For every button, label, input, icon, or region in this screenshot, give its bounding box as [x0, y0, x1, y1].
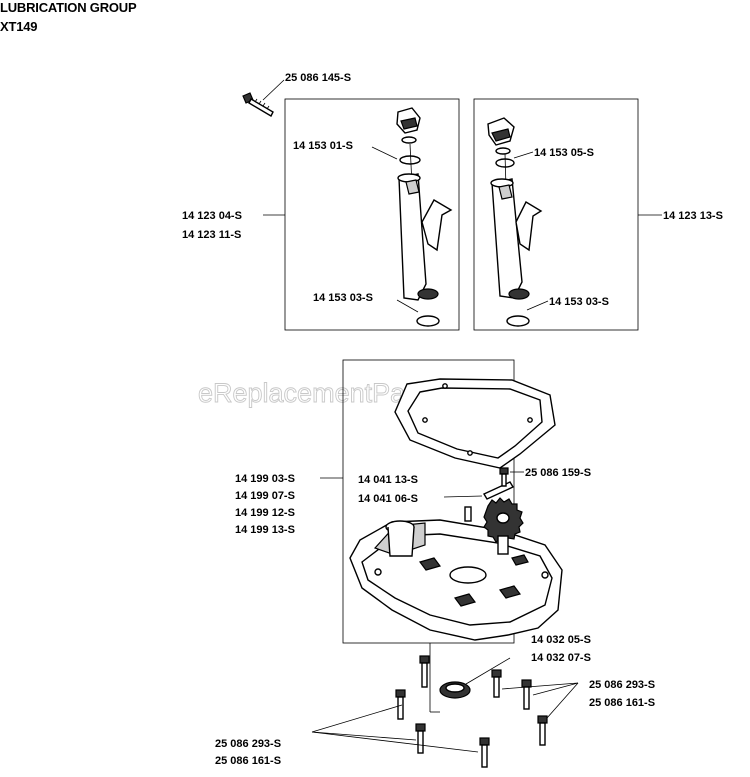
dipstick-assembly-box-right [473, 98, 639, 331]
label-bolt-gear: 25 086 159-S [525, 467, 591, 479]
oring-left-part [416, 315, 440, 327]
oil-seal-part [439, 681, 471, 699]
label-seal-b: 14 032 07-S [531, 652, 591, 664]
label-bolts-right-a: 25 086 293-S [589, 679, 655, 691]
label-tube-right: 14 123 13-S [663, 210, 723, 222]
label-seal-a: 14 032 05-S [531, 634, 591, 646]
crankcase-cover-box [342, 359, 515, 644]
label-bolts-right-b: 25 086 161-S [589, 697, 655, 709]
oring-right-part [506, 315, 530, 327]
dipstick-tube-left-part [396, 107, 453, 301]
label-bolt-top: 25 086 145-S [285, 72, 351, 84]
crankcase-cover-part [349, 519, 563, 641]
label-oring-right: 14 153 03-S [549, 296, 609, 308]
dipstick-assembly-box-left [284, 98, 460, 331]
label-tube-left-a: 14 123 04-S [182, 210, 242, 222]
label-cover-d: 14 199 13-S [235, 524, 295, 536]
label-bolts-left-b: 25 086 161-S [215, 755, 281, 767]
dipstick-tube-right-part [487, 117, 543, 300]
pin-part [464, 506, 472, 522]
model-number: XT149 [0, 19, 38, 34]
cover-bolts-part [395, 655, 548, 768]
bolt-top-part [242, 92, 274, 117]
label-bolts-left-a: 25 086 293-S [215, 738, 281, 750]
label-cover-c: 14 199 12-S [235, 507, 295, 519]
label-dipstick-right: 14 153 05-S [534, 147, 594, 159]
label-cover-b: 14 199 07-S [235, 490, 295, 502]
label-oring-left: 14 153 03-S [313, 292, 373, 304]
gear-bolt-part [499, 467, 509, 487]
label-gear-b: 14 041 06-S [358, 493, 418, 505]
label-gear-a: 14 041 13-S [358, 474, 418, 486]
label-tube-left-b: 14 123 11-S [182, 229, 241, 241]
page-title: LUBRICATION GROUP [0, 0, 137, 15]
label-cover-a: 14 199 03-S [235, 473, 295, 485]
label-dipstick-left: 14 153 01-S [293, 140, 353, 152]
oil-pump-gear-part [482, 481, 524, 555]
